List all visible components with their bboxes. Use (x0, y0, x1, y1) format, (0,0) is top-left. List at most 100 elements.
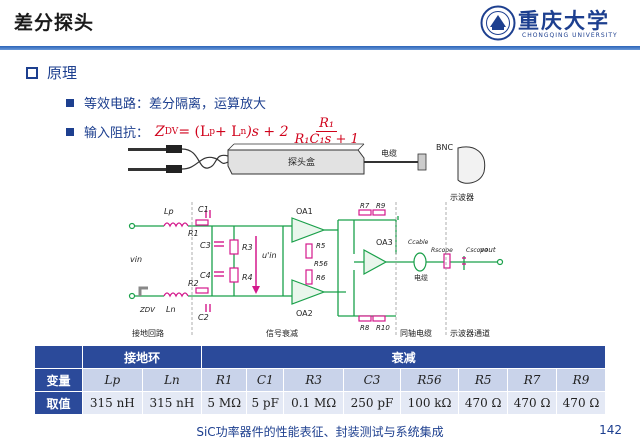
vout-terminal-icon (496, 258, 504, 266)
table-cell: 470 Ω (556, 391, 606, 415)
input-terminal-bottom-icon (128, 292, 136, 300)
uin-prime-label: u'in (262, 251, 277, 260)
formula-denominator: R₁C₁s + 1 (294, 132, 359, 147)
table-cell: R1 (201, 368, 248, 392)
rscope-label: Rscope (431, 247, 453, 254)
table-row-symbols: 变量 Lp Ln R1 C1 R3 C3 R56 R5 R7 R9 (34, 368, 606, 392)
table-cell: Lp (82, 368, 143, 392)
oscilloscope-icon (457, 146, 486, 184)
opamp-oa3: OA3 (363, 238, 393, 276)
c1-label: C1 (198, 205, 209, 214)
table-cell: C3 (343, 368, 401, 392)
probe-box: 探头盒 (227, 143, 365, 175)
table-cell: 5 pF (246, 391, 285, 415)
lp-label: Lp (164, 207, 174, 216)
scope-label: 示波器 (450, 192, 474, 202)
rscope-resistor (443, 253, 451, 269)
section-heading: 原理 (26, 62, 77, 83)
formula-fraction: R₁ R₁C₁s + 1 (292, 116, 362, 147)
formula-dv-sub: DV (164, 126, 179, 137)
r6-label: R6 (316, 274, 326, 282)
opamp-oa2: OA2 (291, 279, 326, 318)
header-rule (0, 46, 640, 50)
r1-label: R1 (188, 229, 199, 238)
bullet-equivalent-circuit-text: 等效电路：差分隔离，运算放大 (84, 97, 267, 112)
table-cell: 315 nH (82, 391, 143, 415)
circuit-wires (134, 216, 500, 317)
cable-label: 电缆 (381, 148, 397, 158)
r8-label: R8 (360, 324, 370, 332)
attenuation-network (195, 209, 386, 322)
page-number: 142 (599, 423, 622, 437)
parameter-table: 接地环 衰减 变量 Lp Ln R1 C1 R3 C3 R56 R5 R7 R9… (34, 345, 606, 415)
c3-label: C3 (200, 241, 211, 250)
table-corner-cell (34, 345, 83, 369)
table-cell: R7 (507, 368, 558, 392)
ccable-label: Ccable (408, 239, 429, 246)
table-cell: R5 (458, 368, 509, 392)
section-coax-label: 同轴电缆 (400, 328, 432, 338)
vin-label: vin (130, 255, 142, 264)
zdv-label: ZDV (139, 306, 156, 314)
r4-label: R4 (242, 273, 253, 282)
table-cell: 315 nH (141, 391, 203, 415)
r5-label: R5 (316, 242, 326, 250)
differential-probe-circuit-diagram: 探头盒 电缆 BNC 示波器 Lp Ln (128, 143, 504, 338)
formula-plus: + L (215, 123, 241, 140)
university-seal-icon (480, 5, 516, 41)
ground-loop-inductors (163, 222, 189, 298)
r56-label: R56 (314, 260, 328, 268)
r2-label: R2 (188, 279, 199, 288)
bullet-input-impedance-text: 输入阻抗： (84, 126, 150, 141)
oa1-label: OA1 (296, 207, 313, 216)
bullet-equivalent-circuit: 等效电路：差分隔离，运算放大 (66, 93, 266, 112)
footer-course-title: SiC功率器件的性能表征、封装测试与系统集成 (196, 425, 444, 439)
formula-n-sub: n (240, 126, 247, 137)
slide-header: 差分探头 重庆大学 CHONGQING UNIVERSITY (0, 0, 640, 46)
section-ground-loop-label: 接地回路 (132, 328, 164, 338)
formula-p-sub: p (209, 126, 216, 137)
header-attenuation: 衰减 (201, 345, 606, 369)
zdv-arrow-icon (138, 286, 148, 296)
formula-rest: )s + 2 (246, 123, 289, 140)
table-cell: 470 Ω (507, 391, 558, 415)
input-terminal-top-icon (128, 222, 136, 230)
vout-label: vout (480, 246, 496, 254)
ln-label: Ln (166, 305, 176, 314)
section-attenuation-label: 信号衰减 (266, 328, 298, 338)
table-row-values: 取值 315 nH 315 nH 5 MΩ 5 pF 0.1 MΩ 250 pF… (34, 391, 606, 415)
section-dividers (191, 202, 447, 336)
table-cell: 5 MΩ (201, 391, 248, 415)
r3-label: R3 (242, 243, 253, 252)
table-cell: C1 (246, 368, 285, 392)
table-cell: R56 (399, 368, 460, 392)
filled-square-bullet-icon (66, 127, 74, 136)
table-cell: R9 (556, 368, 606, 392)
table-cell: 470 Ω (458, 391, 509, 415)
table-header-row: 接地环 衰减 (34, 345, 606, 369)
coax-label: 电缆 (414, 273, 428, 282)
slide-footer: SiC功率器件的性能表征、封装测试与系统集成 142 (0, 420, 640, 443)
table-cell: R3 (283, 368, 345, 392)
r9-label: R9 (376, 202, 386, 210)
logo-subtitle: CHONGQING UNIVERSITY (522, 32, 618, 39)
section-heading-text: 原理 (47, 64, 78, 82)
table-cell: 0.1 MΩ (283, 391, 345, 415)
bnc-connector-icon (417, 153, 427, 171)
hollow-square-bullet-icon (26, 66, 38, 79)
c4-label: C4 (200, 271, 211, 280)
row-label-variable: 变量 (34, 368, 83, 392)
capacitors (205, 210, 224, 312)
r7-label: R7 (360, 202, 370, 210)
probe-box-label: 探头盒 (288, 156, 315, 168)
header-ground-loop: 接地环 (81, 345, 203, 369)
table-cell: 100 kΩ (399, 391, 460, 415)
table-cell: Ln (141, 368, 203, 392)
opamp-oa1: OA1 (291, 207, 326, 243)
row-label-value: 取值 (34, 391, 83, 415)
logo-wordmark: 重庆大学 (518, 8, 610, 33)
oa3-label: OA3 (376, 238, 393, 247)
formula-numerator: R₁ (316, 116, 338, 132)
